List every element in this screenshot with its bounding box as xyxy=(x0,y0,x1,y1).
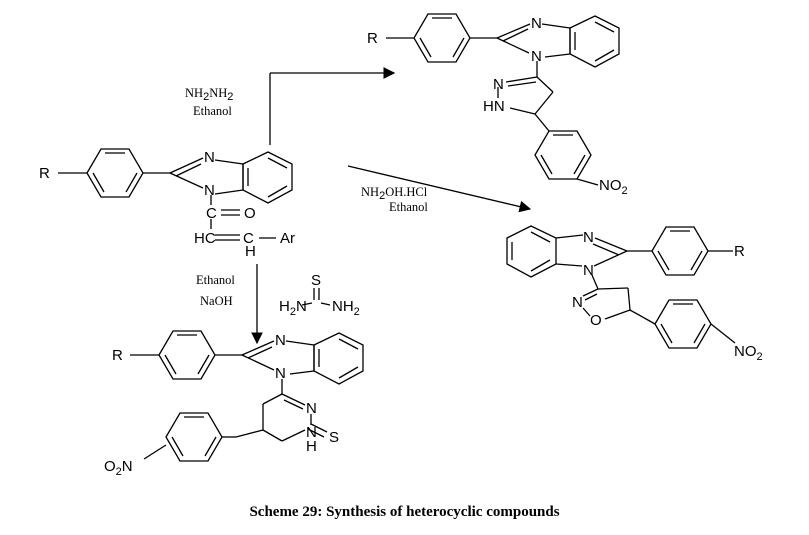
reagent-thiourea-base: NaOH xyxy=(200,294,233,308)
reagent-hydrazine-solvent: Ethanol xyxy=(193,104,232,118)
pyrimidine-r-label: R xyxy=(112,347,123,364)
alkene-c-label: C xyxy=(243,230,254,247)
alkene-h-label: H xyxy=(245,243,256,260)
substituent-r-label: R xyxy=(39,165,50,182)
isoxazoline-benzo-ring xyxy=(506,225,557,278)
pyrimidine-imid-n1-label: N xyxy=(275,365,286,382)
thione-s-label: S xyxy=(329,429,339,446)
aryl-ar-label: Ar xyxy=(280,230,295,247)
pyrimidine-benzo-ring xyxy=(313,332,364,385)
pyrazoline-n-label: N xyxy=(493,76,504,93)
imidazole-n-label: N xyxy=(204,149,215,166)
pyrazoline-imid-n1-label: N xyxy=(531,48,542,65)
arrow-to-isoxazoline xyxy=(347,165,532,213)
starting-chalcone xyxy=(58,148,293,241)
imidazole-n1-label: N xyxy=(204,182,215,199)
reagent-hydroxylamine-solvent: Ethanol xyxy=(389,200,428,214)
alkene-hc-label: HC xyxy=(194,230,216,247)
thiourea-nh2-left-label: H2N xyxy=(279,298,307,318)
thiourea-s-label: S xyxy=(311,272,321,289)
pyrimidine-nh-h-label: H xyxy=(306,438,317,455)
isoxazoline-product xyxy=(506,225,736,349)
scheme-caption: Scheme 29: Synthesis of heterocyclic com… xyxy=(249,504,560,520)
center-benzo-ring xyxy=(242,151,293,204)
isoxazoline-nitro-label: NO2 xyxy=(734,343,763,363)
isoxazoline-r-label: R xyxy=(734,243,745,260)
isoxazoline-n-label: N xyxy=(572,294,583,311)
isoxazoline-imid-n1-label: N xyxy=(583,262,594,279)
reagent-hydrazine: NH2NH2 xyxy=(185,86,233,103)
pyrazoline-imid-n-label: N xyxy=(531,15,542,32)
pyrimidinethione-product xyxy=(130,330,364,462)
isoxazoline-imid-n-label: N xyxy=(583,229,594,246)
carbonyl-o-label: O xyxy=(244,205,256,222)
isoxazoline-nitrophenyl-ring xyxy=(654,299,712,349)
pyrazoline-nitro-label: NO2 xyxy=(599,177,628,197)
pyrazoline-phenyl-ring xyxy=(413,13,471,63)
isoxazoline-phenyl-ring xyxy=(651,226,709,276)
pyrimidine-n-label: N xyxy=(306,400,317,417)
pyrazoline-nitrophenyl-ring xyxy=(534,130,592,180)
pyrimidine-imid-n-label: N xyxy=(275,332,286,349)
pyrazoline-r-label: R xyxy=(367,30,378,47)
reagent-hydroxylamine: NH2OH.HCl xyxy=(361,185,428,202)
isoxazoline-o-label: O xyxy=(590,312,602,329)
pyrimidine-phenyl-ring xyxy=(158,330,216,380)
thiourea-reagent xyxy=(301,288,331,306)
pyrazoline-hn-label: HN xyxy=(483,98,505,115)
pyrimidine-nitro-label: O2N xyxy=(104,458,133,478)
pyrazoline-benzo-ring xyxy=(569,15,620,68)
reagent-thiourea-solvent: Ethanol xyxy=(196,273,235,287)
center-phenyl-ring xyxy=(86,148,144,198)
pyrazoline-product xyxy=(386,13,620,186)
arrow-to-pyrazoline xyxy=(269,67,396,145)
thiourea-nh2-right-label: NH2 xyxy=(332,298,360,318)
pyrimidine-nh-n-label: N xyxy=(306,424,317,441)
carbonyl-c-label: C xyxy=(206,205,217,222)
pyrimidine-nitrophenyl-ring xyxy=(165,412,223,462)
